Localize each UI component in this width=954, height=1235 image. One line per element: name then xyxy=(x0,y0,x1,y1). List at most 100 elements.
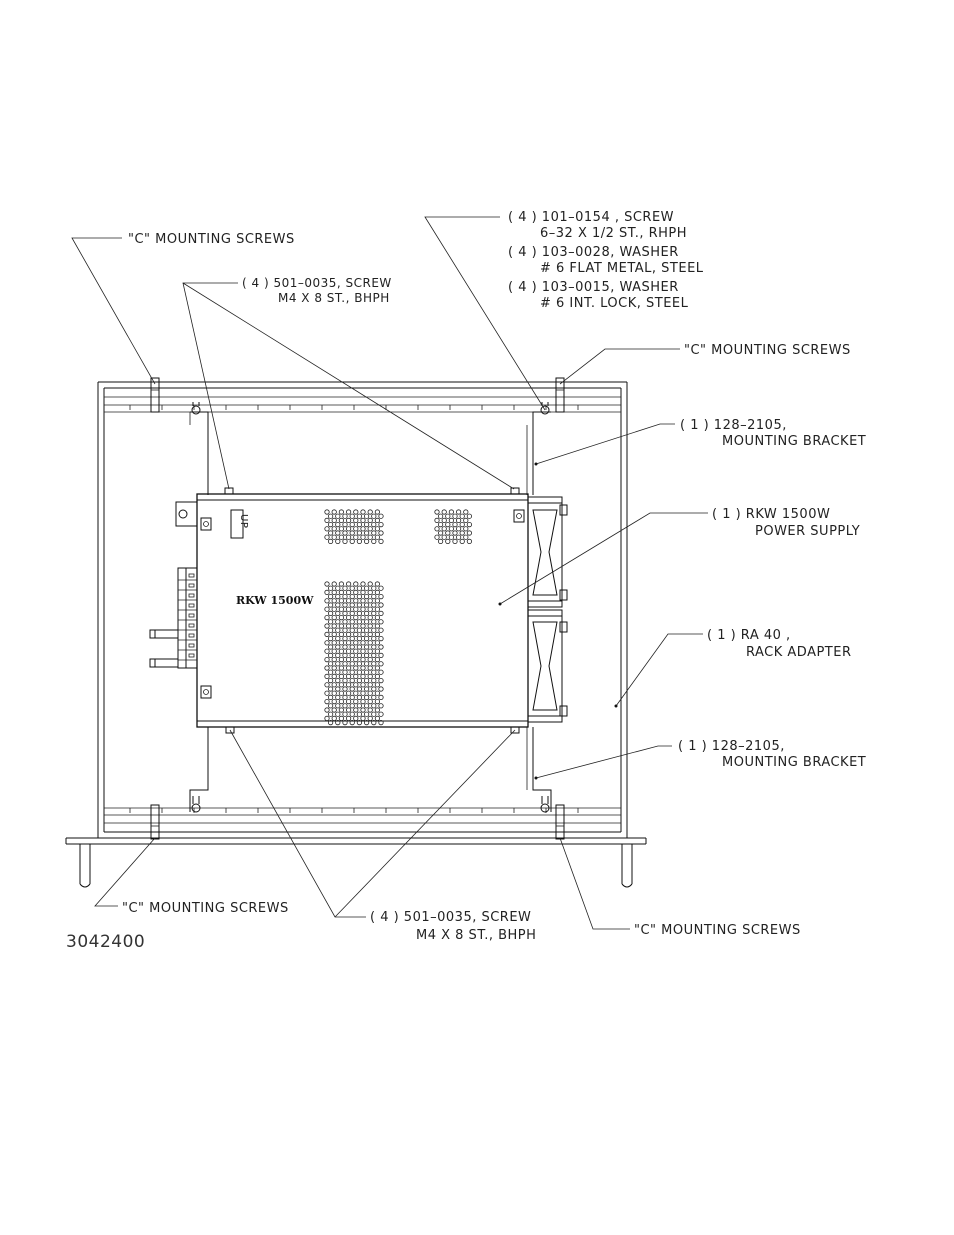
vent-hole xyxy=(342,635,348,642)
vent-hole xyxy=(342,661,348,667)
vent-hole xyxy=(371,703,377,709)
vent-hole xyxy=(378,719,384,726)
callout-line: # 6 INT. LOCK, STEEL xyxy=(540,296,689,311)
vent-hole xyxy=(367,648,373,654)
vent-hole xyxy=(356,635,362,642)
vent-hole xyxy=(324,673,330,680)
c-mounting-screw-top-left xyxy=(150,377,160,413)
vent-hole xyxy=(353,526,359,532)
vent-hole xyxy=(327,538,334,545)
vent-hole xyxy=(338,509,344,515)
vent-hole xyxy=(463,509,469,515)
vent-hole xyxy=(371,652,377,659)
vent-hole xyxy=(345,715,352,722)
vent-hole xyxy=(367,606,373,612)
vent-hole xyxy=(356,711,362,717)
vent-hole xyxy=(338,690,344,696)
vent-hole xyxy=(324,509,330,515)
vent-hole xyxy=(363,610,370,617)
callout-line: ( 4 ) 501–0035, SCREW xyxy=(242,276,392,290)
vent-hole xyxy=(324,606,330,612)
vent-hole xyxy=(445,513,451,519)
vent-hole xyxy=(335,686,341,692)
vent-hole xyxy=(371,619,377,625)
vent-hole xyxy=(367,517,373,524)
vent-hole xyxy=(459,513,465,519)
vent-hole xyxy=(466,513,472,519)
vent-hole xyxy=(356,669,362,675)
vent-hole xyxy=(437,538,444,545)
vent-hole xyxy=(324,648,330,654)
vent-hole xyxy=(374,534,380,540)
vent-hole xyxy=(437,530,444,536)
callout-line: 6–32 X 1/2 ST., RHPH xyxy=(540,226,687,241)
vent-hole xyxy=(374,673,380,680)
vent-hole xyxy=(349,627,355,633)
vent-hole xyxy=(324,690,330,696)
vent-hole xyxy=(441,509,447,515)
vent-hole xyxy=(437,521,444,528)
vent-hole xyxy=(331,614,337,621)
vent-hole xyxy=(327,585,334,591)
vent-hole xyxy=(345,598,352,604)
vent-hole xyxy=(378,661,384,667)
vent-hole xyxy=(374,623,380,629)
vent-hole xyxy=(335,661,341,667)
vent-hole xyxy=(335,652,341,659)
vent-hole xyxy=(327,703,334,709)
vent-hole xyxy=(463,526,469,532)
vent-hole xyxy=(374,665,380,671)
vent-hole xyxy=(466,538,472,545)
vent-hole xyxy=(441,534,447,540)
vent-hole xyxy=(378,669,384,675)
vent-hole xyxy=(324,581,330,587)
vent-hole xyxy=(356,619,362,625)
vent-hole xyxy=(327,694,334,701)
vent-hole xyxy=(356,719,362,726)
vent-hole xyxy=(353,598,359,604)
callout-line: RACK ADAPTER xyxy=(746,645,852,660)
vent-hole xyxy=(360,598,366,604)
vent-hole xyxy=(342,652,348,659)
vent-hole xyxy=(353,581,359,587)
vent-hole xyxy=(466,521,472,528)
vent-hole xyxy=(363,538,370,545)
vent-hole xyxy=(324,665,330,671)
vent-hole xyxy=(342,703,348,709)
vent-hole xyxy=(374,589,380,596)
m4-screw-bottom-left xyxy=(225,726,235,734)
vent-hole xyxy=(363,686,370,692)
vent-hole xyxy=(335,627,341,633)
vent-hole xyxy=(338,648,344,654)
vent-hole xyxy=(342,686,348,692)
vent-hole xyxy=(360,707,366,713)
mounting-bracket-right xyxy=(526,411,552,812)
vent-hole xyxy=(363,602,370,608)
vent-hole xyxy=(353,631,359,638)
vent-hole xyxy=(338,673,344,680)
m4-screw-top-right xyxy=(510,487,520,495)
callout-hardware-list: ( 4 ) 101–0154 , SCREW 6–32 X 1/2 ST., R… xyxy=(508,210,703,311)
vent-hole xyxy=(345,673,352,680)
vent-hole xyxy=(338,526,344,532)
vent-hole xyxy=(378,652,384,659)
terminal-screw xyxy=(188,623,195,628)
vent-hole xyxy=(345,648,352,654)
vent-hole xyxy=(342,619,348,625)
vent-hole xyxy=(345,614,352,621)
vent-hole xyxy=(327,677,334,684)
vent-hole xyxy=(349,644,355,650)
vent-hole xyxy=(452,538,458,545)
terminal-screw xyxy=(188,573,195,578)
vent-hole xyxy=(371,644,377,650)
vent-hole xyxy=(327,669,334,675)
vent-hole xyxy=(353,614,359,621)
vent-hole xyxy=(342,530,348,536)
vent-hole xyxy=(353,648,359,654)
callout-line: POWER SUPPLY xyxy=(755,524,860,539)
vent-hole xyxy=(367,682,373,688)
vent-hole xyxy=(345,656,352,663)
vent-hole xyxy=(378,530,384,536)
vent-hole xyxy=(335,521,341,528)
vent-hole xyxy=(353,509,359,515)
